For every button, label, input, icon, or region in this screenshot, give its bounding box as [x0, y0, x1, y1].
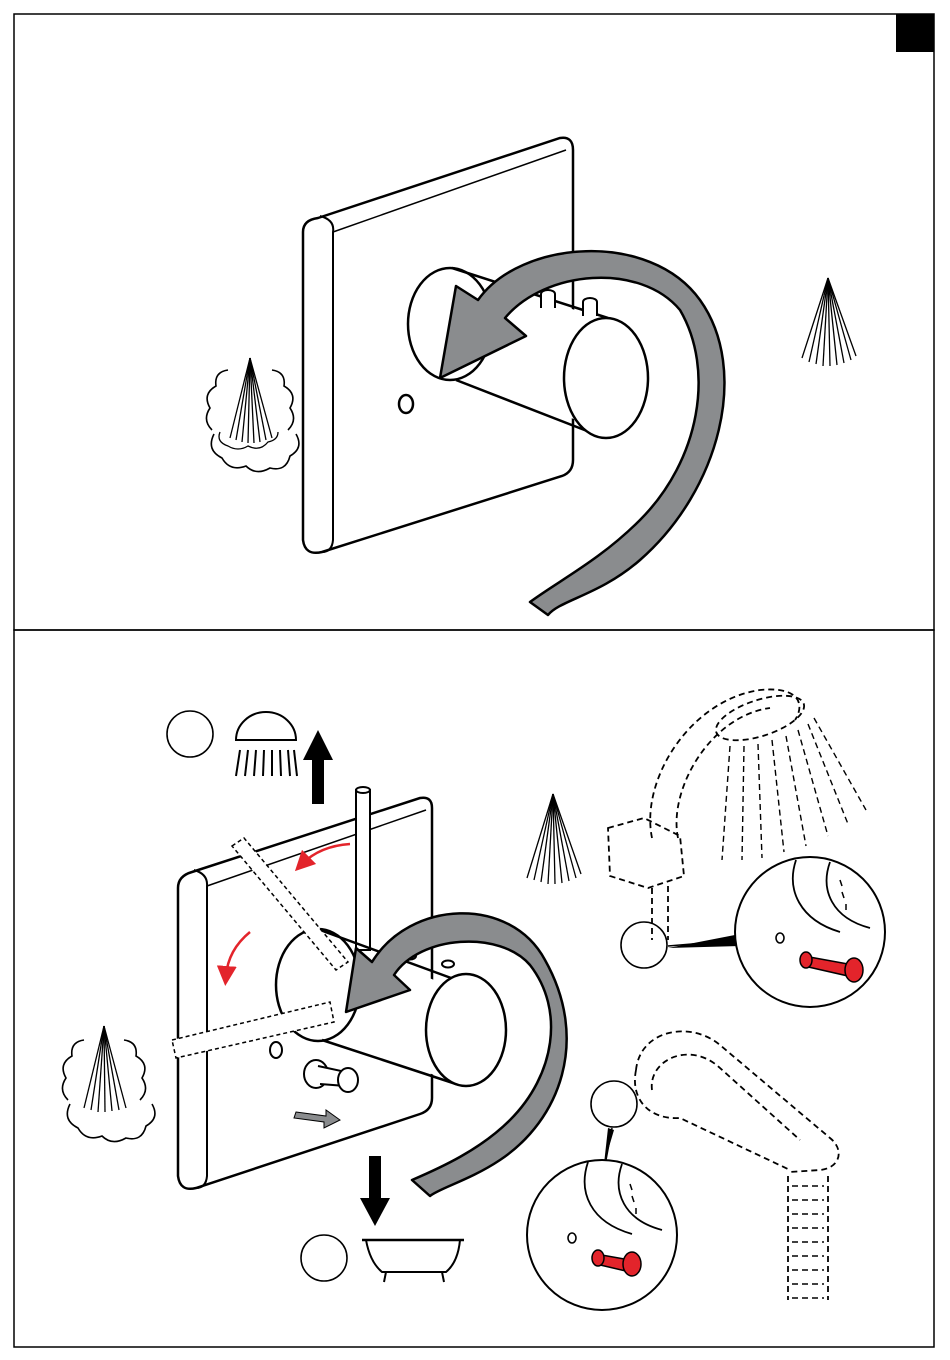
detail-zoom-shower — [735, 857, 885, 1007]
callout-circle — [301, 1235, 347, 1281]
bathtub-icon — [362, 1240, 464, 1282]
callout-pointer — [604, 1128, 614, 1164]
shower-head-icon — [236, 712, 297, 776]
diverter-handle — [356, 787, 370, 950]
callout-circle — [621, 922, 667, 968]
callout-circle — [591, 1081, 637, 1127]
callout-circle — [167, 711, 213, 757]
callout-pointer — [668, 934, 740, 948]
corner-marker — [896, 14, 934, 52]
spray-icon — [527, 794, 581, 884]
steam-spray-icon — [62, 1026, 154, 1142]
screw-hole — [399, 395, 413, 413]
detail-zoom-bath — [527, 1160, 677, 1310]
spray-icon — [802, 278, 856, 366]
up-arrow-icon — [303, 730, 333, 804]
down-arrow-icon — [360, 1156, 390, 1226]
steam-spray-icon — [206, 358, 298, 472]
